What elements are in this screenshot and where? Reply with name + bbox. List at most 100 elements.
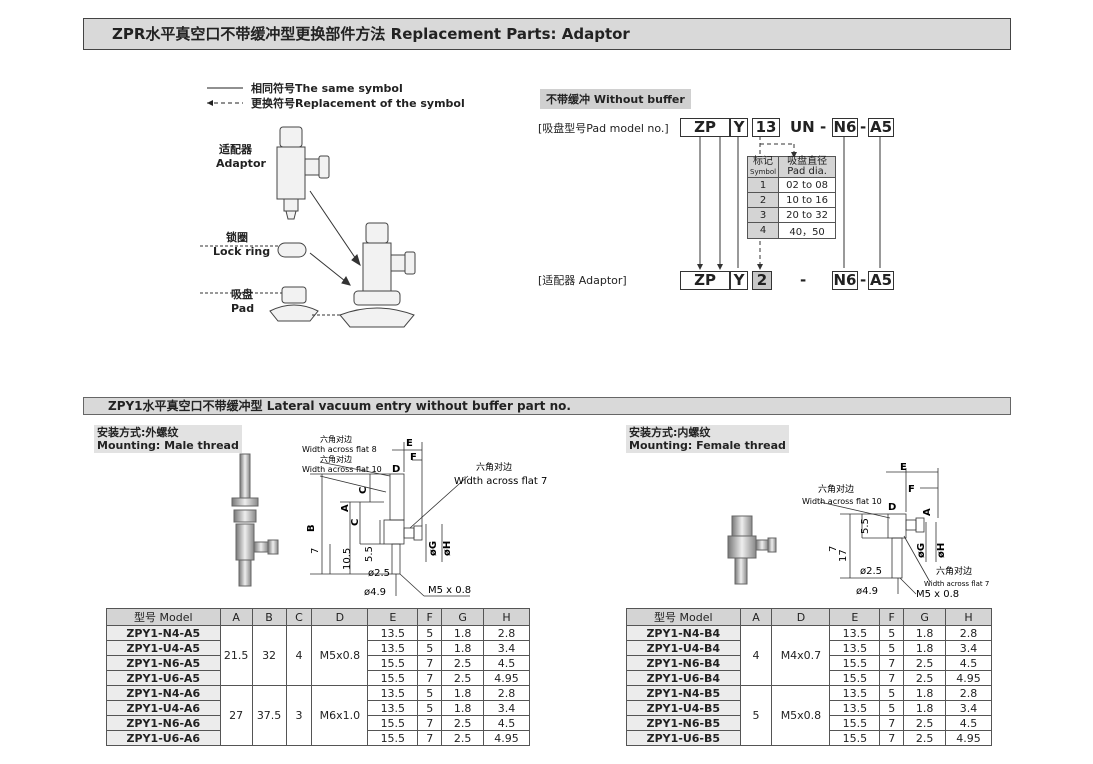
legend-lines: [207, 87, 243, 106]
dim-h-cell: 4.95: [483, 670, 530, 686]
dim-7: 7: [310, 548, 321, 554]
adaptor-code-label: [适配器 Adaptor]: [538, 274, 627, 287]
adaptor-code-n6: N6: [832, 271, 858, 290]
male-product-illustration: [231, 453, 279, 587]
dim-g-cell: 2.5: [441, 655, 485, 671]
dim-a-cell: 4: [739, 625, 773, 686]
model-cell: ZPY1-U6-A6: [106, 730, 221, 746]
dim-e-cell: 13.5: [367, 625, 419, 641]
model-cell: ZPY1-U6-B5: [626, 730, 741, 746]
male-dimension-drawing: B A C C 7 10.5 5.5 E F D øG øH ø2.5 ø4.9…: [302, 434, 547, 598]
dim-h-cell: 2.8: [483, 625, 530, 641]
f-dim-h: øH: [936, 543, 947, 558]
legend-replace: 更换符号Replacement of the symbol: [251, 97, 465, 110]
adaptor-code-size: 2: [752, 271, 772, 290]
f-dim-17: 17: [838, 549, 849, 562]
dim-d-cell: M5x0.8: [771, 685, 831, 746]
dim-m5: M5 x 0.8: [428, 585, 471, 596]
adaptor-label-cn: 适配器: [219, 143, 252, 156]
dim-g-cell: 1.8: [441, 685, 485, 701]
dim-e-cell: 13.5: [829, 685, 881, 701]
code-a5: A5: [868, 118, 894, 137]
dim-e-cell: 15.5: [829, 670, 881, 686]
dim-h-cell: 3.4: [945, 700, 992, 716]
dim-h-cell: 4.95: [483, 730, 530, 746]
dim-d-cell: M6x1.0: [311, 685, 369, 746]
pad-label-en: Pad: [231, 302, 255, 315]
dim-d-cell: M4x0.7: [771, 625, 831, 686]
dim-e-cell: 15.5: [367, 670, 419, 686]
code-size: 13: [752, 118, 780, 137]
dim-f-cell: 7: [879, 670, 905, 686]
male-mount-label: 安装方式:外螺纹 Mounting: Male thread: [94, 425, 242, 453]
pad-model-label: [吸盘型号Pad model no.]: [538, 122, 669, 135]
dim-g-cell: 1.8: [903, 640, 947, 656]
dim-f-cell: 7: [417, 655, 443, 671]
dim-h-cell: 4.95: [945, 670, 992, 686]
dim-d-cell: M5x0.8: [311, 625, 369, 686]
dim-f-cell: 5: [417, 685, 443, 701]
adaptor-code-zp: ZP: [680, 271, 730, 290]
dim-a-cell: 5: [739, 685, 773, 746]
dim-e-cell: 13.5: [829, 640, 881, 656]
dim-h-cell: 4.5: [945, 655, 992, 671]
hex7-en: Width across flat 7: [454, 476, 547, 487]
code-zp: ZP: [680, 118, 730, 137]
dim-h-cell: 3.4: [483, 640, 530, 656]
f-hex10-en: Width across flat 10: [802, 497, 882, 506]
dim-h-cell: 3.4: [483, 700, 530, 716]
f-hex7-cn: 六角对边: [936, 565, 972, 577]
model-cell: ZPY1-N6-B4: [626, 655, 741, 671]
section-title: ZPY1水平真空口不带缓冲型 Lateral vacuum entry with…: [83, 397, 1011, 415]
model-cell: ZPY1-U6-A5: [106, 670, 221, 686]
hex8-cn: 六角对边: [320, 434, 352, 444]
dim-c-cell: 4: [285, 625, 313, 686]
model-cell: ZPY1-N4-B4: [626, 625, 741, 641]
dim-g-cell: 1.8: [903, 685, 947, 701]
dim-10-5: 10.5: [342, 548, 353, 570]
dim-e-cell: 13.5: [367, 700, 419, 716]
model-cell: ZPY1-N4-A5: [106, 625, 221, 641]
lockring-label-en: Lock ring: [213, 245, 271, 258]
dim-h-cell: 2.8: [945, 625, 992, 641]
model-cell: ZPY1-U4-B4: [626, 640, 741, 656]
female-dimension-drawing: 7 17 5.5 E F D A øG øH ø2.5 ø4.9 M5 x 0.…: [802, 462, 989, 600]
dim-h-cell: 4.5: [483, 655, 530, 671]
dim-e-cell: 15.5: [829, 730, 881, 746]
code-y: Y: [730, 118, 748, 137]
legend-same: 相同符号The same symbol: [251, 82, 403, 95]
code-dash2: -: [860, 118, 867, 136]
dim-f-cell: 7: [417, 715, 443, 731]
dim-g-cell: 1.8: [441, 700, 485, 716]
dim-a-cell: 27: [219, 685, 253, 746]
dim-e-cell: 15.5: [829, 715, 881, 731]
dim-f-cell: 5: [879, 640, 905, 656]
dim-g-cell: 1.8: [441, 625, 485, 641]
dim-f-cell: 5: [417, 625, 443, 641]
dim-d2-5: ø2.5: [368, 568, 390, 579]
model-cell: ZPY1-N6-A6: [106, 715, 221, 731]
dim-h-cell: 4.95: [945, 730, 992, 746]
hex10-en: Width across flat 10: [302, 465, 382, 474]
dim-g-cell: 2.5: [441, 670, 485, 686]
dim-d4-9: ø4.9: [364, 587, 386, 598]
dim-g-cell: 2.5: [903, 715, 947, 731]
dim-h-cell: 2.8: [945, 685, 992, 701]
dim-b: B: [306, 524, 317, 532]
dim-h-cell: 2.8: [483, 685, 530, 701]
model-cell: ZPY1-U4-B5: [626, 700, 741, 716]
dim-e-cell: 15.5: [367, 655, 419, 671]
adaptor-label-en: Adaptor: [216, 157, 266, 170]
dim-e-cell: 15.5: [367, 715, 419, 731]
dim-g-cell: 2.5: [903, 670, 947, 686]
dim-f-cell: 5: [879, 700, 905, 716]
f-dim-e: E: [900, 462, 907, 473]
